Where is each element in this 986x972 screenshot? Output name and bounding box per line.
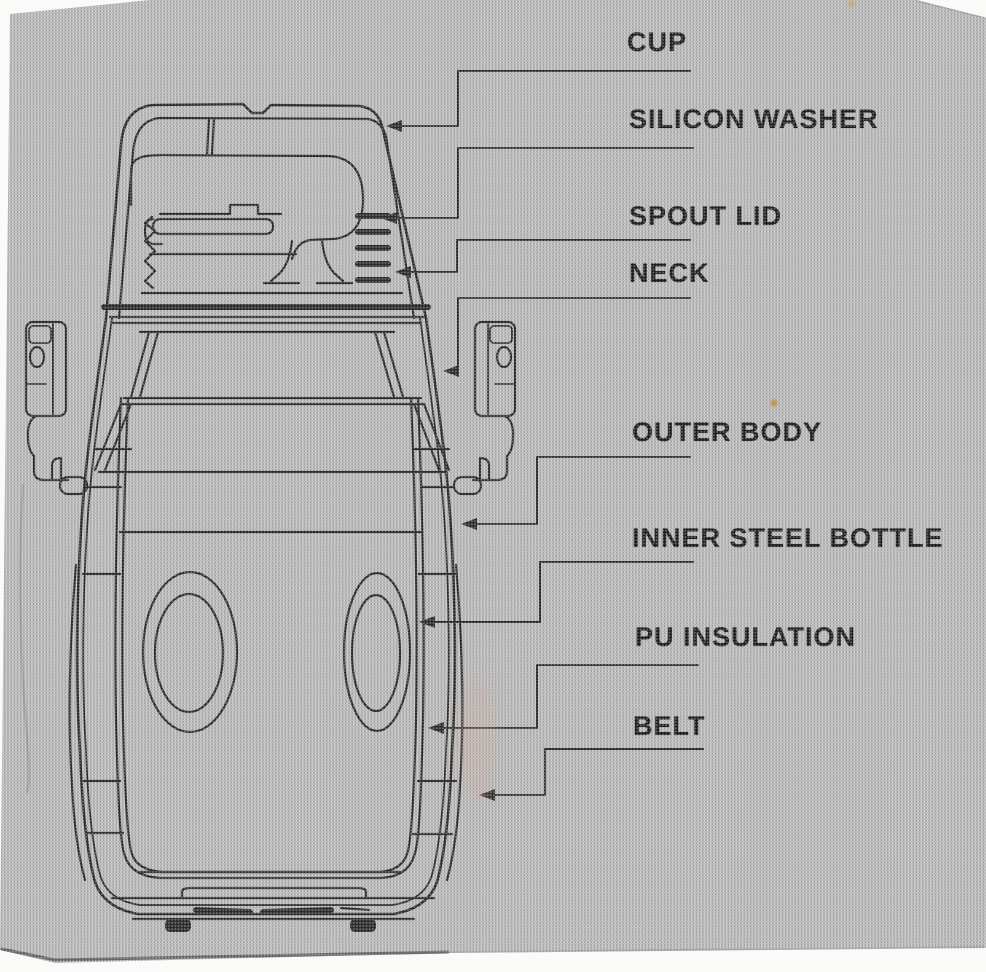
cup-drawing	[104, 102, 428, 320]
label-outer-body: OUTER BODY	[632, 417, 823, 447]
leader-arrow-spout-lid	[395, 266, 411, 278]
leader-cup	[399, 70, 691, 127]
leader-inner-steel-bottle	[432, 561, 694, 623]
silicon-washer-band	[151, 217, 275, 236]
wall-rungs	[81, 485, 458, 836]
oval-right	[342, 571, 412, 733]
leader-arrow-inner-steel-bottle	[419, 616, 435, 628]
base-drawing	[110, 870, 436, 932]
leader-neck	[457, 297, 691, 372]
leader-spout-lid	[408, 239, 691, 273]
label-cup: CUP	[627, 27, 688, 57]
inner-bottle-outline	[114, 396, 425, 880]
leader-arrow-neck	[443, 365, 459, 377]
leader-belt	[492, 748, 704, 796]
label-belt: BELT	[633, 711, 706, 741]
leader-silicon-washer	[394, 147, 694, 219]
oval-left-inner	[153, 592, 225, 714]
leader-arrow-cup	[386, 120, 402, 132]
body-drawing	[68, 316, 464, 916]
paper-scratch	[18, 483, 31, 794]
leader-pu-insulation	[441, 664, 699, 729]
label-spout-lid: SPOUT LID	[629, 201, 783, 231]
leader-outer-body	[474, 456, 691, 525]
paper-edge-shadow	[0, 947, 450, 962]
cup-rim-drawing	[101, 304, 431, 325]
label-inner-steel-bottle: INNER STEEL BOTTLE	[632, 523, 944, 553]
leader-arrow-pu-insulation	[428, 722, 444, 734]
oval-right-inner	[350, 593, 402, 713]
label-neck: NECK	[629, 258, 710, 288]
leader-lines	[381, 70, 704, 801]
right-latch-drawing	[452, 320, 517, 496]
latch-hole	[28, 345, 46, 369]
leader-arrow-outer-body	[461, 518, 477, 530]
spout-lid-drawing	[129, 153, 404, 295]
outer-body-outline	[75, 316, 457, 916]
neck-drawing	[93, 330, 451, 472]
leader-arrow-belt	[479, 789, 495, 801]
foot-right	[350, 919, 376, 932]
left-thread	[143, 215, 157, 290]
right-thread	[355, 213, 391, 283]
belt-outline	[68, 563, 87, 882]
foot-left	[165, 919, 191, 932]
oval-left	[141, 570, 239, 734]
label-silicon-washer: SILICON WASHER	[629, 104, 879, 134]
leader-arrow-silicon-washer	[381, 212, 397, 224]
label-pu-insulation: PU INSULATION	[635, 622, 856, 652]
left-latch-drawing	[24, 320, 89, 496]
